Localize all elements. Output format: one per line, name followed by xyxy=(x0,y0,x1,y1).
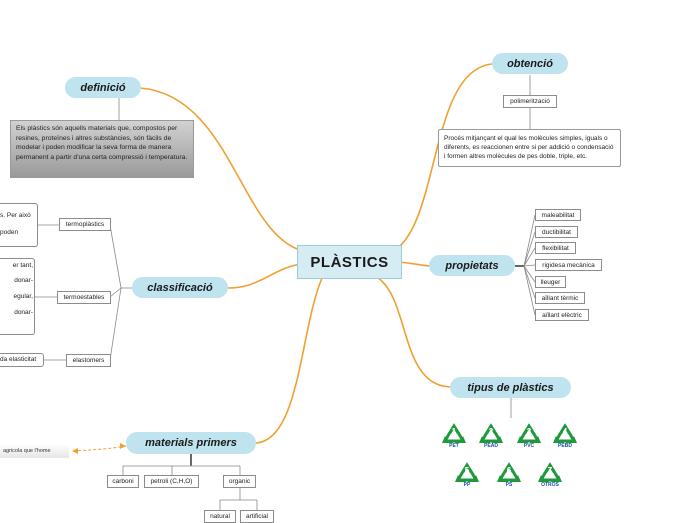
recycle-code: PET xyxy=(449,443,459,449)
property-item[interactable]: lleuger xyxy=(535,276,566,288)
recycle-code: PS xyxy=(505,482,513,488)
obtencio-description: Procés mitjançant el qual les molècules … xyxy=(438,129,621,167)
material-label: artificial xyxy=(245,513,269,520)
material-carboni[interactable]: carboni xyxy=(107,475,139,488)
property-label: ductibilitat xyxy=(542,228,571,236)
polimeritzacio-label: polimerització xyxy=(510,98,550,105)
property-label: rigidesa mecànica xyxy=(542,261,595,269)
property-item[interactable]: maleabilitat xyxy=(535,209,581,221)
recycle-number: 7 xyxy=(547,466,553,475)
definition-note: Els plàstics són aquells materials que, … xyxy=(10,120,194,178)
topic-classificacio-label: classificació xyxy=(147,281,213,294)
topic-definicio-label: definició xyxy=(80,81,126,94)
property-label: flexibilitat xyxy=(542,244,569,252)
material-natural[interactable]: natural xyxy=(204,510,236,523)
termoestables-text-line: donar- xyxy=(14,309,33,316)
definition-text: Els plàstics són aquells materials que, … xyxy=(16,125,188,161)
property-item[interactable]: aïllant elèctric xyxy=(535,309,589,321)
elastomers-description xyxy=(0,353,44,367)
recycle-number: 4 xyxy=(562,427,568,436)
elastomers-text-line: da elasticitat xyxy=(0,356,37,363)
recycle-number: 1 xyxy=(451,427,457,436)
topic-definicio[interactable]: definició xyxy=(65,77,141,98)
recycle-code: OTROS xyxy=(541,482,559,488)
material-label: carboni xyxy=(112,478,134,485)
recycle-code: PEAD xyxy=(484,443,498,449)
property-label: aïllant tèrmic xyxy=(541,294,579,302)
topic-materials-primers[interactable]: materials primers xyxy=(126,432,256,454)
termoplastics-text-line: s. Per això xyxy=(0,212,31,219)
property-item[interactable]: flexibilitat xyxy=(535,242,576,254)
termoplastics-description xyxy=(0,203,38,247)
termoestables-text-line: egular, xyxy=(13,293,33,300)
topic-obtencio-label: obtenció xyxy=(507,57,553,70)
central-topic[interactable]: PLÀSTICS xyxy=(297,245,402,279)
property-item[interactable]: aïllant tèrmic xyxy=(535,292,585,304)
property-label: lleuger xyxy=(540,278,561,286)
material-petroli[interactable]: petroli (C,H,O) xyxy=(144,475,199,488)
property-item[interactable]: ductibilitat xyxy=(535,226,578,238)
obtencio-text: Procés mitjançant el qual les molècules … xyxy=(444,135,614,160)
subtopic-termoplastics[interactable]: termoplàstics xyxy=(59,218,111,231)
topic-classificacio[interactable]: classificació xyxy=(132,277,228,298)
property-item[interactable]: rigidesa mecànica xyxy=(535,259,602,271)
recycle-number: 3 xyxy=(526,427,532,436)
termoplastics-text-line: poden xyxy=(0,229,19,236)
relationship-note-text: agricola que l'home xyxy=(3,448,51,454)
material-label: organic xyxy=(228,478,251,485)
property-label: maleabilitat xyxy=(541,211,575,219)
termoestables-text-line: er tant, xyxy=(12,262,33,269)
topic-propietats[interactable]: propietats xyxy=(429,255,515,276)
termoplastics-label: termoplàstics xyxy=(65,221,105,228)
recycle-number: 5 xyxy=(464,466,470,475)
material-artificial[interactable]: artificial xyxy=(240,510,274,523)
termoestables-text-line: donar- xyxy=(14,277,33,284)
elastomers-label: elastomers xyxy=(72,357,105,364)
topic-propietats-label: propietats xyxy=(445,259,499,272)
termoestables-label: termoestables xyxy=(63,294,105,301)
material-label: petroli (C,H,O) xyxy=(150,478,193,485)
subtopic-termoestables[interactable]: termoestables xyxy=(57,291,111,304)
material-organic[interactable]: organic xyxy=(223,475,256,488)
topic-tipus-label: tipus de plàstics xyxy=(467,381,554,394)
recycle-code: PVC xyxy=(523,443,535,449)
subtopic-elastomers[interactable]: elastomers xyxy=(66,354,111,367)
subtopic-polimeritzacio[interactable]: polimerització xyxy=(503,95,557,108)
property-label: aïllant elèctric xyxy=(542,311,582,319)
topic-tipus-plastics[interactable]: tipus de plàstics xyxy=(450,377,571,398)
topic-materials-label: materials primers xyxy=(145,437,237,449)
relationship-note: agricola que l'home xyxy=(0,444,69,458)
material-label: natural xyxy=(210,513,230,520)
topic-obtencio[interactable]: obtenció xyxy=(492,53,568,74)
recycle-number: 2 xyxy=(488,427,494,436)
recycle-code: PEBD xyxy=(558,443,572,449)
central-title: PLÀSTICS xyxy=(310,253,389,271)
recycle-code: PP xyxy=(463,482,471,488)
termoestables-description xyxy=(0,258,35,335)
recycle-number: 6 xyxy=(506,466,512,475)
